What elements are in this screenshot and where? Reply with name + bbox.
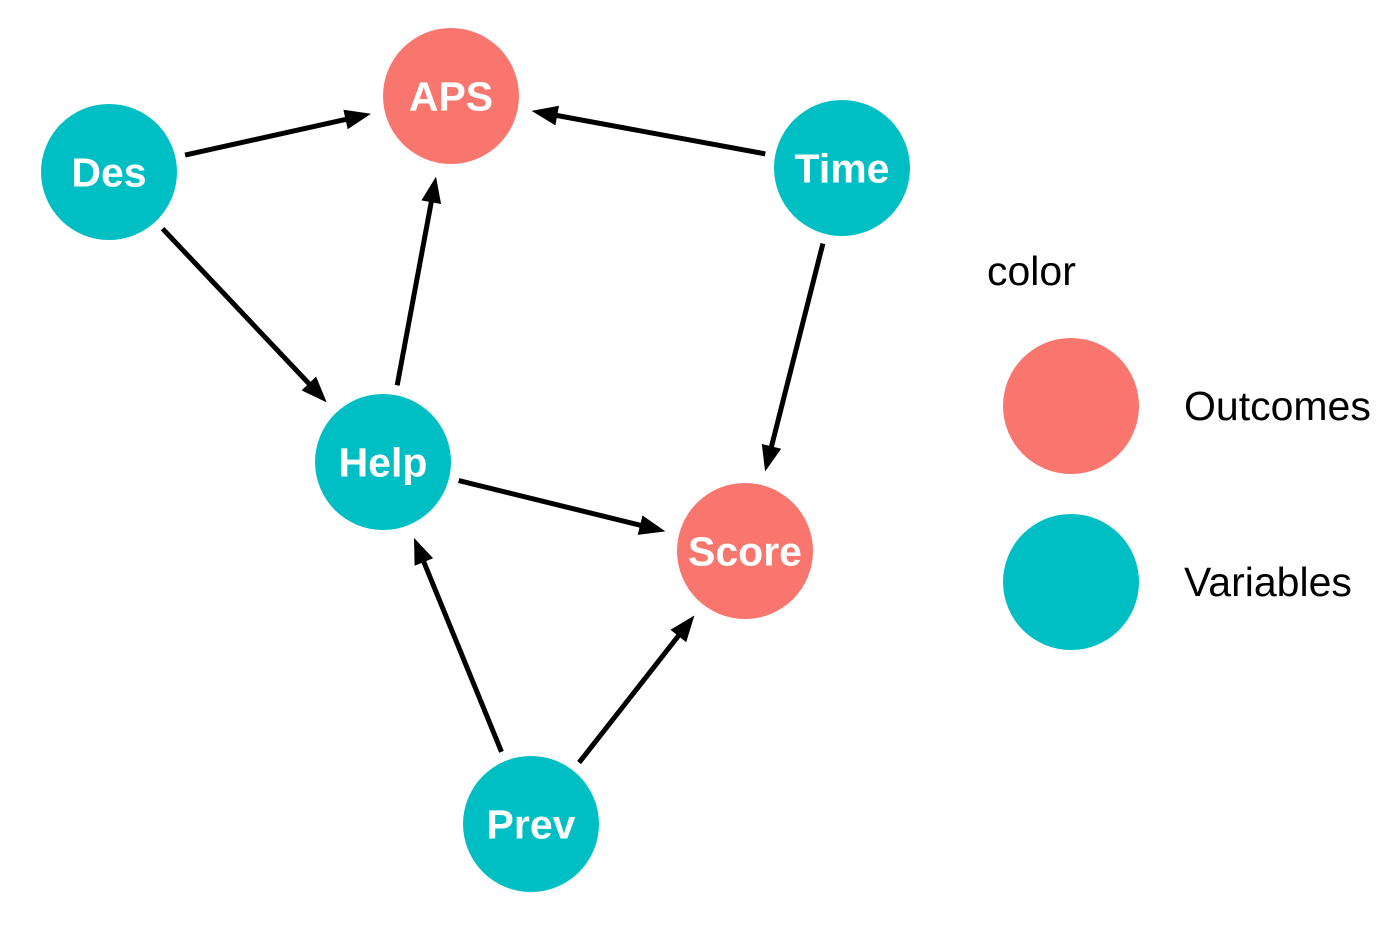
node-circle bbox=[774, 100, 910, 236]
node-prev: Prev bbox=[463, 756, 599, 892]
legend: color Outcomes Variables bbox=[987, 250, 1371, 650]
edge-help-to-aps bbox=[394, 176, 442, 386]
legend-title: color bbox=[987, 248, 1076, 294]
legend-item-label: Variables bbox=[1184, 558, 1352, 605]
node-score: Score bbox=[677, 483, 813, 619]
edge-line bbox=[577, 632, 683, 765]
node-circle bbox=[383, 28, 519, 164]
legend-item-label: Outcomes bbox=[1184, 382, 1371, 429]
edge-line bbox=[184, 116, 350, 158]
node-circle bbox=[315, 394, 451, 530]
edge-help-to-score bbox=[458, 478, 666, 535]
node-time: Time bbox=[774, 100, 910, 236]
edge-time-to-aps bbox=[531, 105, 766, 157]
arrowhead-icon bbox=[761, 443, 782, 472]
node-circle bbox=[41, 104, 177, 240]
outcomes-swatch-circle bbox=[1003, 338, 1139, 474]
edge-line bbox=[420, 558, 504, 753]
arrowhead-icon bbox=[343, 109, 371, 130]
node-circle bbox=[463, 756, 599, 892]
edge-line bbox=[160, 226, 313, 388]
legend-item-variables: Variables bbox=[1003, 514, 1371, 650]
arrowhead-icon bbox=[531, 105, 559, 126]
edge-des-to-aps bbox=[184, 109, 371, 158]
arrowhead-icon bbox=[414, 537, 434, 566]
arrowhead-icon bbox=[637, 515, 666, 535]
edge-des-to-help bbox=[160, 226, 327, 403]
node-des: Des bbox=[41, 104, 177, 240]
edge-prev-to-score bbox=[577, 615, 695, 765]
edge-prev-to-help bbox=[414, 537, 504, 753]
node-label: Help bbox=[339, 439, 428, 485]
arrowhead-icon bbox=[421, 176, 442, 204]
edge-line bbox=[768, 242, 826, 450]
edge-time-to-score bbox=[761, 242, 826, 472]
edge-line bbox=[553, 112, 766, 157]
node-aps: APS bbox=[383, 28, 519, 164]
variables-swatch-circle bbox=[1003, 514, 1139, 650]
node-label: APS bbox=[409, 73, 493, 119]
node-label: Score bbox=[688, 528, 802, 574]
edge-line bbox=[394, 198, 435, 386]
node-help: Help bbox=[315, 394, 451, 530]
legend-item-outcomes: Outcomes bbox=[1003, 338, 1371, 474]
edge-line bbox=[458, 478, 644, 529]
node-circle bbox=[677, 483, 813, 619]
arrowhead-icon bbox=[301, 376, 327, 403]
node-label: Prev bbox=[487, 801, 576, 847]
node-label: Time bbox=[795, 145, 890, 191]
arrowhead-icon bbox=[670, 615, 695, 643]
node-label: Des bbox=[71, 149, 146, 195]
